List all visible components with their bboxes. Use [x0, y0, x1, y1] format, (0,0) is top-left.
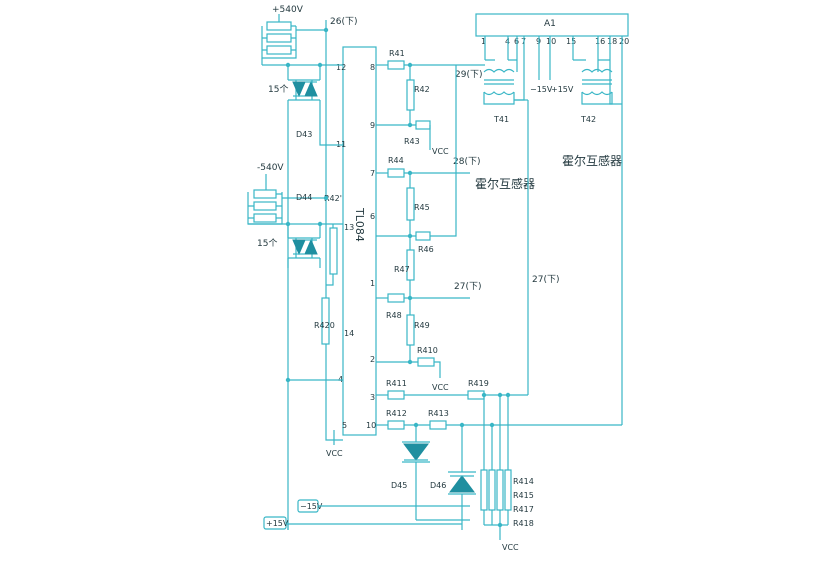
top-diode-pair — [287, 65, 343, 530]
bottom-resistor-stack — [247, 174, 343, 225]
resistor-r420 — [321, 297, 330, 345]
r44-network — [376, 168, 470, 237]
resistor-r419-label: R419 — [468, 379, 489, 388]
resistor-r49-label: R49 — [414, 321, 430, 330]
chip-pin-1: 1 — [370, 279, 375, 288]
diode-d46-label: D46 — [430, 481, 446, 490]
resistor-r413-label: R413 — [428, 409, 449, 418]
diode-d45 — [402, 425, 430, 520]
net-29-label: 29(下) — [455, 70, 482, 80]
chip-pin-8: 8 — [370, 63, 375, 72]
pos15-label: +15V — [266, 519, 289, 528]
resistor-r44-label: R44 — [388, 156, 404, 165]
resistor-r45-label: R45 — [414, 203, 430, 212]
a1-neg15-label: −15V — [530, 85, 553, 94]
chip-pin-10: 10 — [366, 421, 376, 430]
chip-pin-2: 2 — [370, 355, 375, 364]
vcc-label-bottom: VCC — [502, 543, 519, 552]
top-diode-count: 15个 — [268, 84, 288, 95]
vcc-label-r410: VCC — [432, 383, 449, 392]
resistor-r420-label: R420 — [314, 321, 335, 330]
transformer-t41 — [483, 59, 525, 105]
r47-r48-network — [376, 236, 470, 363]
resistor-r46 — [415, 231, 431, 241]
r410-lead — [434, 361, 441, 378]
top-resistor-stack — [261, 14, 343, 66]
resistor-r410 — [417, 357, 435, 367]
net-27-label-left: 27(下) — [454, 282, 481, 292]
chip-pin-6: 6 — [370, 212, 375, 221]
a1-pin-1: 1 — [481, 37, 486, 46]
transformer-t42 — [573, 59, 622, 105]
chip-tl084-name: TL084 — [353, 207, 366, 242]
hall-sensor-label-left: 霍尔互感器 — [475, 176, 535, 191]
pin5-wire — [325, 430, 343, 445]
resistor-r411-label: R411 — [386, 379, 407, 388]
vcc-label-r43: VCC — [432, 147, 449, 156]
a1-pin-leads — [484, 36, 623, 425]
hall-sensor-label-right: 霍尔互感器 — [562, 153, 622, 168]
r412-r413-network — [376, 420, 622, 430]
transformer-t41-label: T41 — [493, 115, 509, 124]
resistor-r42p — [329, 227, 338, 275]
resistor-r47-label: R47 — [394, 265, 410, 274]
resistor-r418-label: R418 — [513, 519, 534, 528]
a1-pin-20: 20 — [619, 37, 629, 46]
r42p-leads — [326, 224, 334, 286]
chip-pin-3: 3 — [370, 393, 375, 402]
supply-neg540-label: -540V — [257, 163, 284, 173]
a1-pos15-label: +15V — [551, 85, 574, 94]
resistor-r41-label: R41 — [389, 49, 405, 58]
transformer-t42-label: T42 — [580, 115, 596, 124]
net-28-label: 28(下) — [453, 157, 480, 167]
a1-pin-10: 10 — [546, 37, 556, 46]
a1-pin-16: 16 — [595, 37, 605, 46]
bottom-diode-pair — [287, 224, 321, 268]
resistor-r43 — [415, 120, 431, 130]
a1-pin-18: 18 — [607, 37, 617, 46]
chip-pin-14: 14 — [344, 329, 354, 338]
chip-pin-7: 7 — [370, 169, 375, 178]
resistor-r410-label: R410 — [417, 346, 438, 355]
bottom-diode-count: 15个 — [257, 238, 277, 249]
resistor-r42p-label: R42' — [324, 194, 342, 203]
net-26-label: 26(下) — [330, 17, 357, 27]
pos15-badge — [263, 516, 287, 530]
supply-pos540-label: +540V — [272, 5, 304, 15]
diode-d44-label: D44 — [296, 193, 312, 202]
resistor-r415-label: R415 — [513, 491, 534, 500]
r46-lead — [430, 65, 457, 237]
resistor-r412-label: R412 — [386, 409, 407, 418]
chip-pin-13: 13 — [344, 223, 354, 232]
chip-pin-12: 12 — [336, 63, 346, 72]
r411-r419-network — [376, 99, 529, 400]
resistor-r48-label: R48 — [386, 311, 402, 320]
resistor-r42-label: R42 — [414, 85, 430, 94]
r41-r42-network — [376, 60, 455, 126]
vcc-label-left: VCC — [326, 449, 343, 458]
a1-pin-15: 15 — [566, 37, 576, 46]
module-a1-box — [475, 13, 629, 37]
resistor-r43-label: R43 — [404, 137, 420, 146]
resistor-r414-label: R414 — [513, 477, 534, 486]
neg15-label: −15V — [300, 502, 323, 511]
chip-pin-9: 9 — [370, 121, 375, 130]
chip-tl084 — [342, 46, 377, 436]
resistor-r417-label: R417 — [513, 505, 534, 514]
junction-dots — [285, 27, 511, 528]
diode-d45-label: D45 — [391, 481, 407, 490]
chip-pin-5: 5 — [342, 421, 347, 430]
resistor-bank — [480, 395, 512, 540]
net-27-label-right: 27(下) — [532, 275, 559, 285]
resistor-r46-label: R46 — [418, 245, 434, 254]
diode-d46 — [448, 425, 476, 530]
diode-d43-label: D43 — [296, 130, 312, 139]
module-a1-name: A1 — [544, 19, 556, 29]
